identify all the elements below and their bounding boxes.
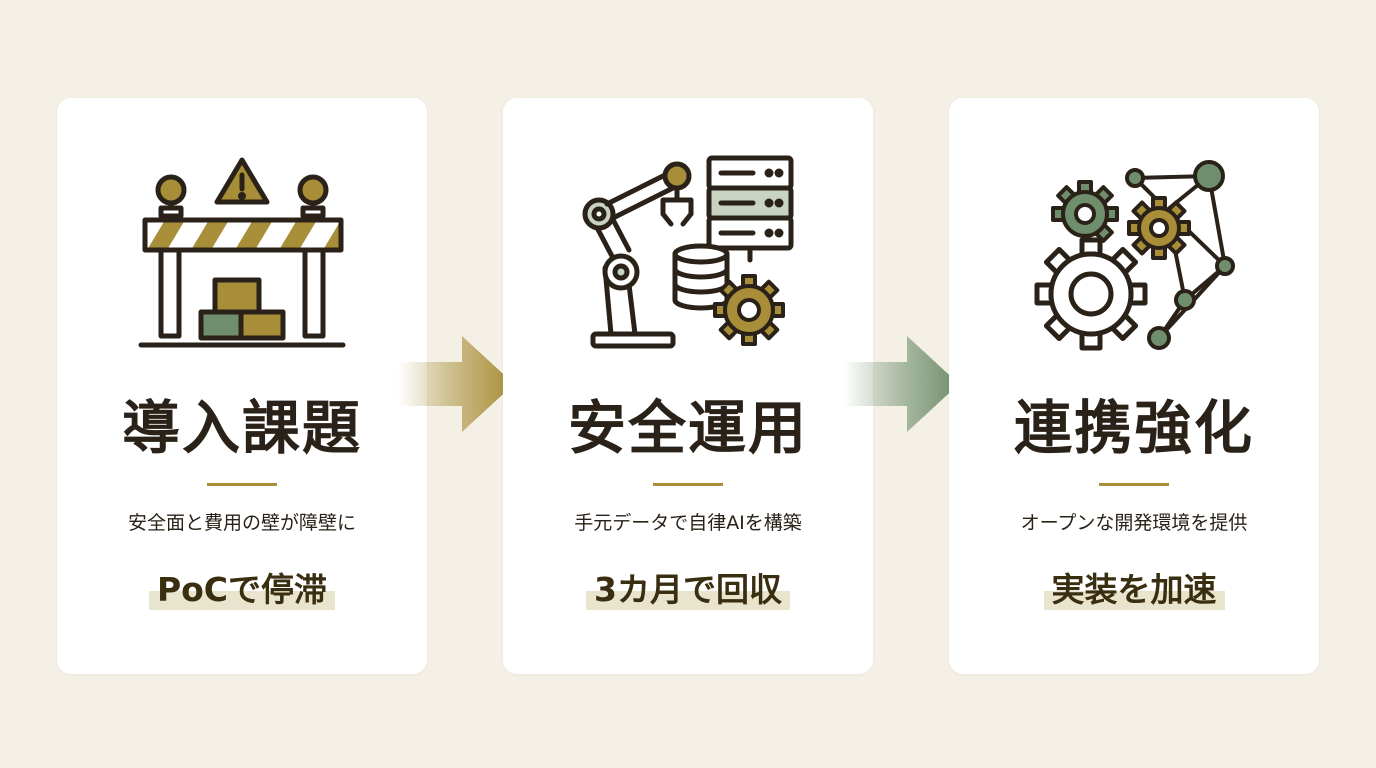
gears-network-icon — [1034, 160, 1235, 351]
card-highlight: 実装を加速 — [1043, 568, 1225, 612]
card-title: 導入課題 — [121, 394, 362, 462]
roadblock-barrier-icon — [138, 157, 346, 348]
card-highlight: 3カ月で回収 — [586, 568, 790, 612]
divider — [1099, 483, 1169, 486]
card-title: 連携強化 — [1013, 394, 1254, 462]
divider — [653, 483, 723, 486]
card-collaboration: 連携強化 オープンな開発環境を提供 実装を加速 — [949, 98, 1319, 674]
card-subtitle: 安全面と費用の壁が障壁に — [127, 512, 356, 534]
card-implementation-challenge: 導入課題 安全面と費用の壁が障壁に PoCで停滞 — [57, 98, 427, 674]
robot-arm-server-database-icon — [582, 155, 794, 349]
right-arrow-icon — [843, 336, 959, 432]
card-title: 安全運用 — [567, 394, 808, 462]
divider — [207, 483, 277, 486]
right-arrow-icon — [398, 336, 514, 432]
card-subtitle: オープンな開発環境を提供 — [1020, 512, 1248, 534]
card-safe-operation: 安全運用 手元データで自律AIを構築 3カ月で回収 — [503, 98, 873, 674]
card-subtitle: 手元データで自律AIを構築 — [574, 512, 802, 534]
card-highlight: PoCで停滞 — [148, 568, 336, 612]
